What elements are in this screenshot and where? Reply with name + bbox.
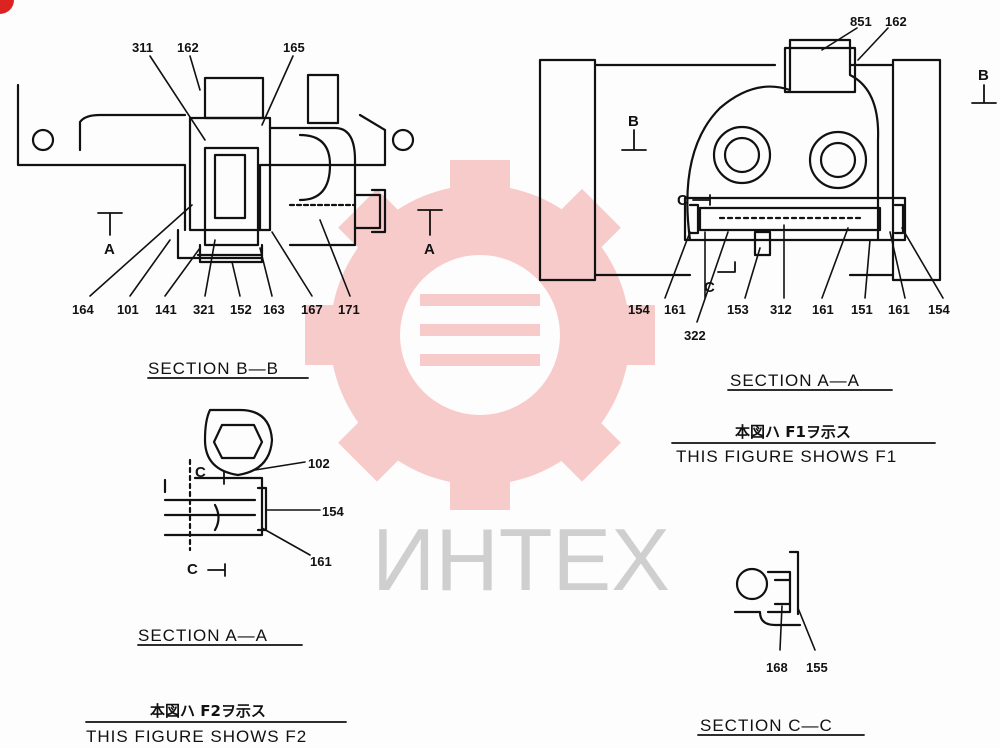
note-f2-english: THIS FIGURE SHOWS F2 [86, 727, 307, 746]
cut-mark-c-lower: C [704, 279, 715, 296]
part-label-102: 102 [308, 456, 330, 471]
cut-mark-c-f2-lower: C [187, 561, 198, 578]
note-f2-japanese: 本図ハ F2ヲ示ス [150, 702, 266, 720]
part-label-101: 101 [117, 302, 139, 317]
part-label-163: 163 [263, 302, 285, 317]
caption-underlines [85, 377, 936, 736]
leader-lines [89, 27, 944, 651]
section-cc-view [733, 550, 802, 627]
cut-mark-b-right: B [978, 67, 989, 84]
corner-marker [0, 0, 14, 14]
part-label-152: 152 [230, 302, 252, 317]
section-aa-f1-caption: SECTION A—A [730, 371, 860, 390]
part-label-154-f2: 154 [322, 504, 344, 519]
section-bb-view [16, 73, 415, 264]
part-label-851: 851 [850, 14, 872, 29]
note-f1-japanese: 本図ハ F1ヲ示ス [735, 423, 851, 441]
cut-mark-a-right: A [424, 241, 435, 258]
part-label-165: 165 [283, 40, 305, 55]
section-bb-caption: SECTION B—B [148, 359, 279, 378]
note-f1-english: THIS FIGURE SHOWS F1 [676, 447, 897, 466]
cut-mark-c-f2-upper: C [195, 464, 206, 481]
part-label-164: 164 [72, 302, 94, 317]
section-aa-f2-view [163, 408, 274, 552]
part-label-161-right: 161 [888, 302, 910, 317]
section-aa-f2-caption: SECTION A—A [138, 626, 268, 645]
part-label-162-bb: 162 [177, 40, 199, 55]
part-label-168: 168 [766, 660, 788, 675]
part-label-141: 141 [155, 302, 177, 317]
section-cc-caption: SECTION C—C [700, 716, 833, 735]
part-label-311: 311 [132, 40, 153, 55]
watermark-gear-icon [305, 160, 655, 510]
part-label-161-left: 161 [664, 302, 686, 317]
cut-mark-a-left: A [104, 241, 115, 258]
part-label-171: 171 [338, 302, 360, 317]
part-label-312: 312 [770, 302, 792, 317]
part-label-321: 321 [193, 302, 215, 317]
part-label-154-left: 154 [628, 302, 650, 317]
part-label-161-mid: 161 [812, 302, 834, 317]
cut-markers [97, 84, 997, 577]
cut-mark-b-center: B [628, 113, 639, 130]
part-label-153: 153 [727, 302, 749, 317]
part-label-322: 322 [684, 328, 706, 343]
part-label-161-f2: 161 [310, 554, 332, 569]
cut-mark-c-upper: C [677, 192, 688, 209]
part-label-162-aa: 162 [885, 14, 907, 29]
part-label-151: 151 [851, 302, 873, 317]
watermark-text: ИНТЕХ [372, 510, 670, 609]
part-label-167: 167 [301, 302, 323, 317]
part-label-155: 155 [806, 660, 828, 675]
part-label-154-right: 154 [928, 302, 950, 317]
